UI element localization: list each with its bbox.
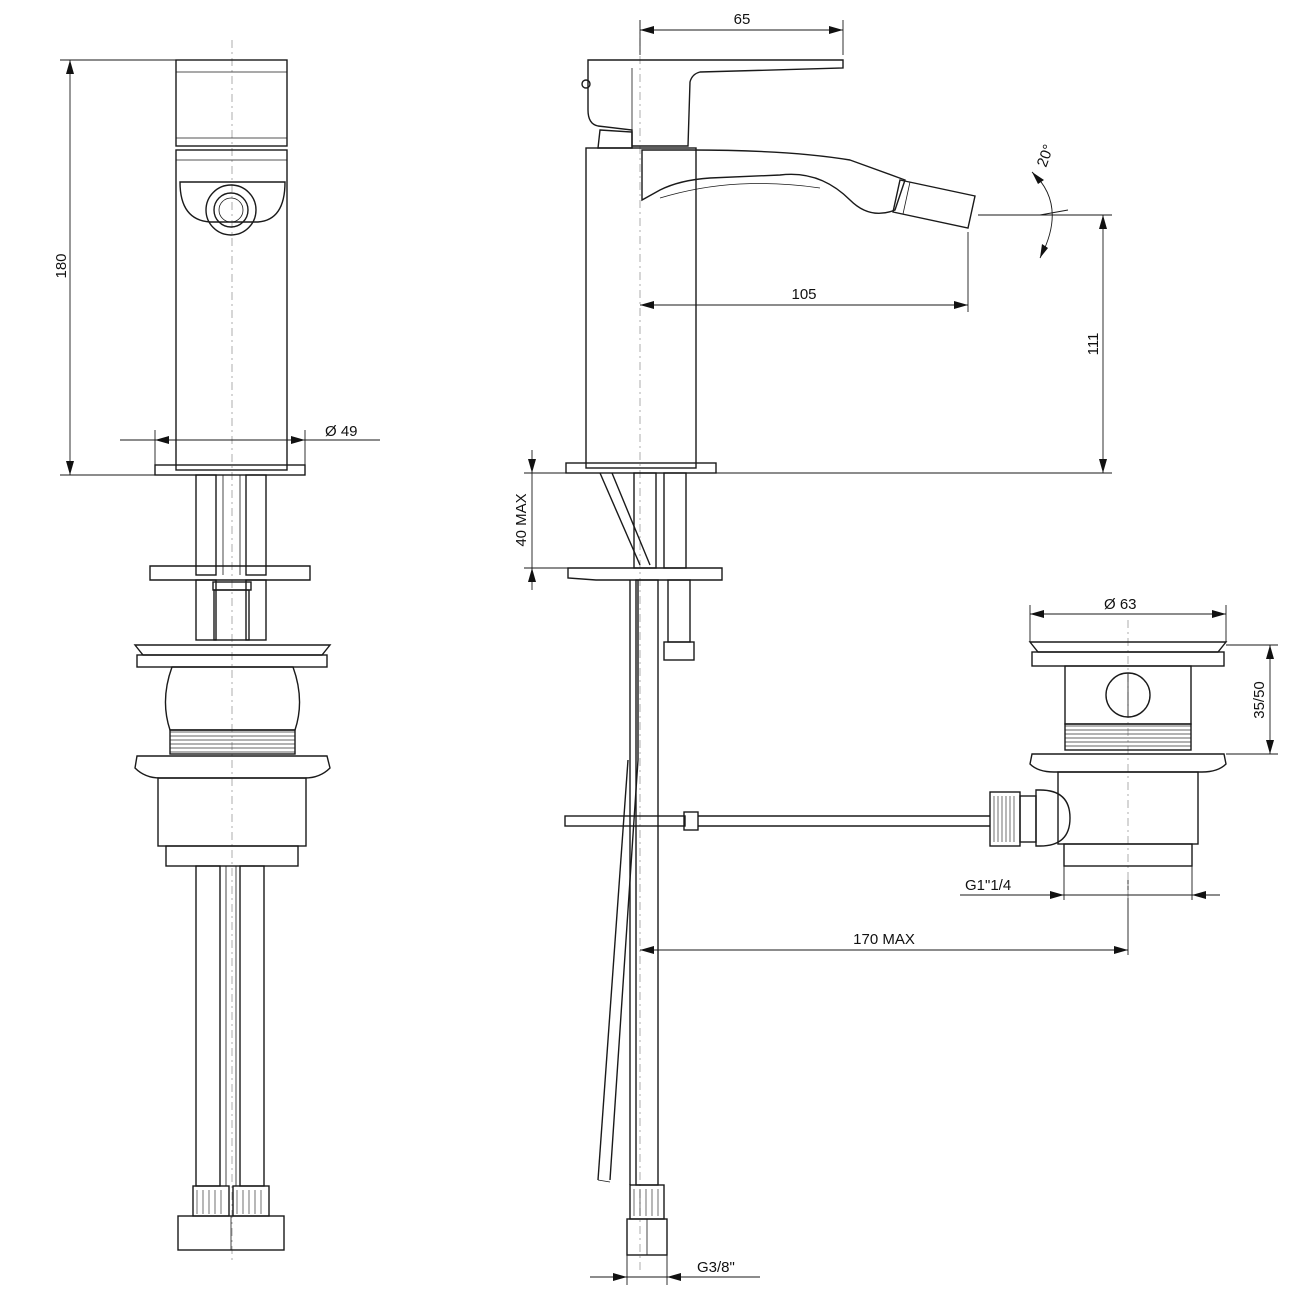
dim-deck-thickness: 40 MAX [513,450,568,590]
side-view: 65 105 111 20° [513,11,1129,1285]
dim-hose-thread: G3/8" [590,1255,760,1285]
dim-rod-length: 170 MAX [640,880,1129,955]
label-deck-thickness: 40 MAX [513,493,530,546]
waste-connector-knurl [993,796,1015,842]
dim-waste-diameter: Ø 63 [1029,596,1227,642]
label-waste-thread: G1"1/4 [965,877,1011,894]
dim-spout-height: 111 [716,214,1112,474]
dim-height-total: 180 [53,59,176,476]
front-waste-thread [170,731,295,753]
label-waste-height: 35/50 [1251,681,1268,719]
dim-waste-height: 35/50 [1226,644,1278,755]
side-hose-knurl [633,1189,659,1216]
label-height-total: 180 [53,253,70,278]
dim-top-width: 65 [639,11,844,55]
dim-base-diameter: Ø 49 [120,423,380,465]
label-waste-diameter: Ø 63 [1104,596,1137,613]
label-spout-height: 111 [1085,333,1102,356]
label-rod-length: 170 MAX [853,931,915,948]
waste-thread [1065,725,1191,747]
label-top-width: 65 [734,11,751,28]
label-base-diameter: Ø 49 [325,423,358,440]
waste-detail: Ø 63 35/50 G1"1/4 [960,596,1278,900]
front-view: 180 Ø 49 [53,40,380,1260]
label-angle: 20° [1034,142,1058,169]
label-spout-reach: 105 [791,286,816,303]
front-hose-knurl [196,1190,262,1214]
dim-waste-thread: G1"1/4 [960,866,1220,900]
dim-angle: 20° [1031,142,1069,259]
side-pull-rod [564,811,990,831]
dim-spout-reach: 105 [640,232,969,312]
label-hose-thread: G3/8" [697,1259,735,1276]
